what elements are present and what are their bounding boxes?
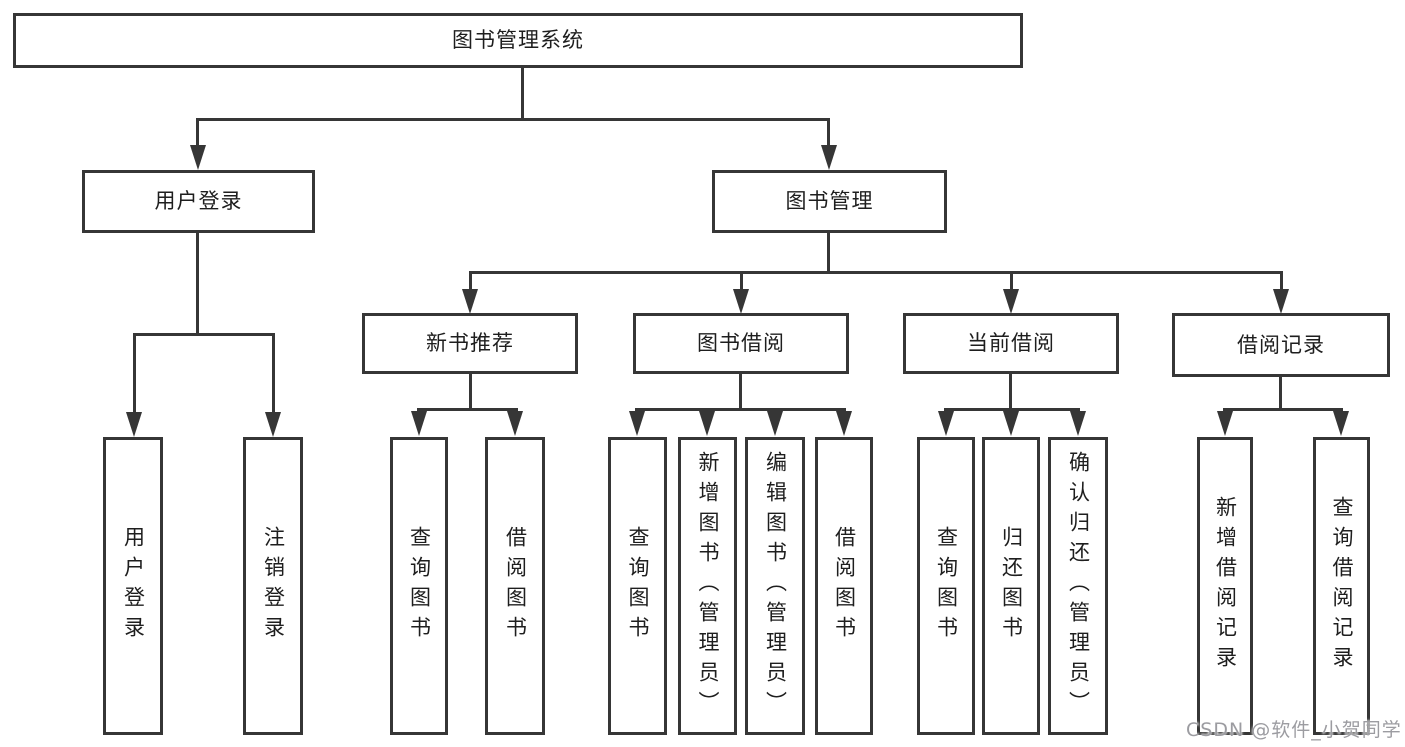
node-book-management: 图书管理 [712, 170, 947, 233]
connector-drop-logout-leaf [272, 333, 275, 415]
leaf-add-books-admin-label: 新增图书（管理员） [696, 451, 720, 721]
connector-root-split [196, 118, 830, 121]
leaf-edit-books-admin-label: 编辑图书（管理员） [763, 451, 788, 721]
connector-drop-current-borrow [1010, 271, 1013, 293]
leaf-confirm-return-admin: 确认归还（管理员） [1048, 437, 1108, 735]
node-user-login: 用户登录 [82, 170, 315, 233]
arrow-down-icon [1273, 289, 1289, 314]
connector-new-book-stem [469, 374, 472, 410]
node-borrow-records: 借阅记录 [1172, 313, 1390, 377]
node-current-borrow-label: 当前借阅 [967, 331, 1055, 355]
connector-drop-login-leaf [133, 333, 136, 415]
arrow-down-icon [836, 411, 852, 436]
leaf-borrow-books-recommend: 借阅图书 [485, 437, 545, 735]
node-book-management-label: 图书管理 [785, 189, 874, 213]
node-new-book-recommend-label: 新书推荐 [426, 331, 514, 355]
leaf-confirm-return-admin-label: 确认归还（管理员） [1066, 451, 1091, 721]
connector-user-login-stem [196, 233, 199, 336]
leaf-edit-books-admin: 编辑图书（管理员） [745, 437, 805, 735]
connector-current-borrow-split [944, 408, 1080, 411]
connector-borrow-records-stem [1279, 377, 1282, 410]
connector-drop-book-management [827, 118, 830, 150]
arrow-down-icon [938, 411, 954, 436]
connector-user-login-split [133, 333, 275, 336]
node-user-login-label: 用户登录 [154, 189, 243, 213]
connector-drop-user-login [196, 118, 199, 150]
arrow-down-icon [1003, 289, 1019, 314]
arrow-down-icon [1217, 411, 1233, 436]
arrow-down-icon [699, 411, 715, 436]
leaf-borrow-books-recommend-label: 借阅图书 [503, 526, 528, 646]
leaf-add-borrow-record: 新增借阅记录 [1197, 437, 1253, 735]
connector-book-management-split [469, 271, 1283, 274]
connector-drop-book-borrow [740, 271, 743, 293]
leaf-query-books-recommend-label: 查询图书 [407, 526, 432, 646]
leaf-user-login-label: 用户登录 [121, 526, 146, 646]
leaf-add-books-admin: 新增图书（管理员） [678, 437, 737, 735]
leaf-borrow-books-label: 借阅图书 [832, 526, 857, 646]
arrow-down-icon [126, 412, 142, 437]
leaf-query-books-borrow: 查询图书 [608, 437, 667, 735]
connector-book-management-stem [827, 233, 830, 273]
arrow-down-icon [265, 412, 281, 437]
leaf-borrow-books: 借阅图书 [815, 437, 873, 735]
node-book-borrow: 图书借阅 [633, 313, 849, 374]
connector-book-borrow-stem [739, 374, 742, 410]
node-current-borrow: 当前借阅 [903, 313, 1119, 374]
arrow-down-icon [733, 289, 749, 314]
arrow-down-icon [1070, 411, 1086, 436]
arrow-down-icon [507, 411, 523, 436]
node-root: 图书管理系统 [13, 13, 1023, 68]
arrow-down-icon [629, 411, 645, 436]
arrow-down-icon [1333, 411, 1349, 436]
csdn-watermark: CSDN @软件_小贺同学 [1186, 719, 1402, 741]
connector-root-stem [521, 68, 524, 118]
leaf-return-books: 归还图书 [982, 437, 1040, 735]
leaf-query-borrow-record: 查询借阅记录 [1313, 437, 1370, 735]
connector-book-borrow-split [635, 408, 846, 411]
node-borrow-records-label: 借阅记录 [1237, 332, 1325, 357]
leaf-query-books-recommend: 查询图书 [390, 437, 448, 735]
leaf-return-books-label: 归还图书 [999, 526, 1024, 646]
connector-borrow-records-split [1223, 408, 1343, 411]
leaf-logout-label: 注销登录 [261, 526, 286, 646]
arrow-down-icon [190, 145, 206, 170]
leaf-add-borrow-record-label: 新增借阅记录 [1213, 496, 1238, 676]
leaf-query-books-current: 查询图书 [917, 437, 975, 735]
node-root-label: 图书管理系统 [452, 28, 584, 52]
leaf-logout: 注销登录 [243, 437, 303, 735]
node-book-borrow-label: 图书借阅 [697, 331, 785, 355]
arrow-down-icon [821, 145, 837, 170]
arrow-down-icon [462, 289, 478, 314]
connector-drop-borrow-records [1280, 271, 1283, 293]
leaf-user-login: 用户登录 [103, 437, 163, 735]
connector-drop-new-book [469, 271, 472, 293]
node-new-book-recommend: 新书推荐 [362, 313, 578, 374]
arrow-down-icon [1003, 411, 1019, 436]
arrow-down-icon [767, 411, 783, 436]
arrow-down-icon [411, 411, 427, 436]
leaf-query-books-current-label: 查询图书 [934, 526, 959, 646]
leaf-query-borrow-record-label: 查询借阅记录 [1330, 496, 1354, 676]
connector-new-book-split [417, 408, 518, 411]
leaf-query-books-borrow-label: 查询图书 [626, 526, 650, 646]
connector-current-borrow-stem [1009, 374, 1012, 410]
